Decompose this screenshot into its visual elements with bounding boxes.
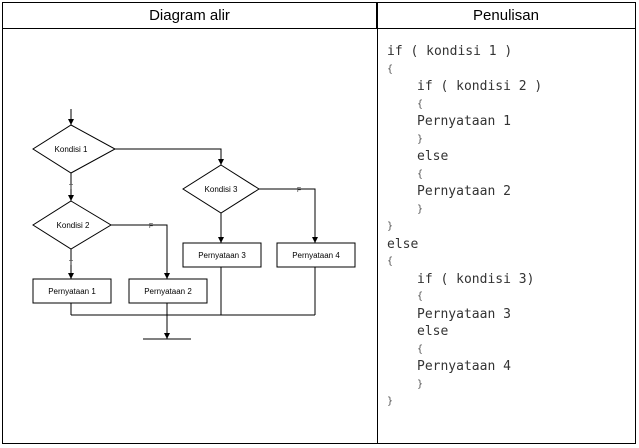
code-block: if ( kondisi 1 ) { if ( kondisi 2 ) { Pernya…	[387, 43, 542, 411]
box-pernyataan-4	[276, 242, 356, 268]
edge-k2-false	[111, 224, 170, 279]
label-kondisi-2: Kondisi 2	[57, 221, 90, 230]
box-pernyataan-1	[32, 278, 112, 304]
label-pernyataan-2: Pernyataan 2	[144, 287, 192, 296]
box-pernyataan-3	[182, 242, 262, 268]
code-line: {	[387, 63, 394, 75]
table-frame: Diagram alir Penulisan	[2, 2, 636, 444]
code-line: if ( kondisi 1 )	[387, 44, 513, 59]
label-pernyataan-1: Pernyataan 1	[48, 287, 96, 296]
label-pernyataan-3: Pernyataan 3	[198, 251, 246, 260]
flowchart: Kondisi 1 Kondisi 2 Kondisi 3 Pernyataan…	[32, 109, 356, 340]
label-kondisi-3: Kondisi 3	[205, 185, 238, 194]
label-k2-false: F	[149, 223, 153, 230]
code-line: Pernyataan 3	[417, 306, 511, 322]
code-line: else	[417, 324, 449, 339]
code-line: }	[417, 378, 424, 390]
code-line: {	[417, 291, 424, 302]
label-k1-true: T	[69, 184, 74, 191]
label-pernyataan-4: Pernyataan 4	[292, 251, 340, 260]
code-line: Pernyataan 4	[417, 359, 511, 374]
code-line: if ( kondisi 3)	[417, 271, 535, 287]
label-k2-true: T	[69, 260, 74, 267]
label-k3-false: F	[297, 187, 301, 194]
code-line: if ( kondisi 2 )	[417, 79, 543, 94]
code-line: }	[417, 133, 424, 145]
code-line: else	[417, 149, 449, 164]
code-line: }	[387, 396, 394, 407]
code-line: }	[387, 221, 394, 232]
code-line: {	[417, 98, 424, 110]
code-line: else	[387, 236, 419, 252]
code-line: {	[417, 168, 424, 180]
code-line: Pernyataan 1	[417, 114, 511, 129]
code-line: Pernyataan 2	[417, 184, 511, 199]
edge-k3-false	[259, 188, 318, 243]
label-kondisi-1: Kondisi 1	[55, 145, 88, 154]
edge-k1-false	[115, 148, 224, 165]
header-penulisan: Penulisan	[377, 3, 635, 29]
code-line: {	[387, 256, 394, 267]
box-pernyataan-2	[128, 278, 208, 304]
column-divider	[377, 3, 378, 443]
code-line: }	[417, 203, 424, 215]
header-diagram: Diagram alir	[3, 3, 377, 29]
code-line: {	[417, 343, 424, 355]
